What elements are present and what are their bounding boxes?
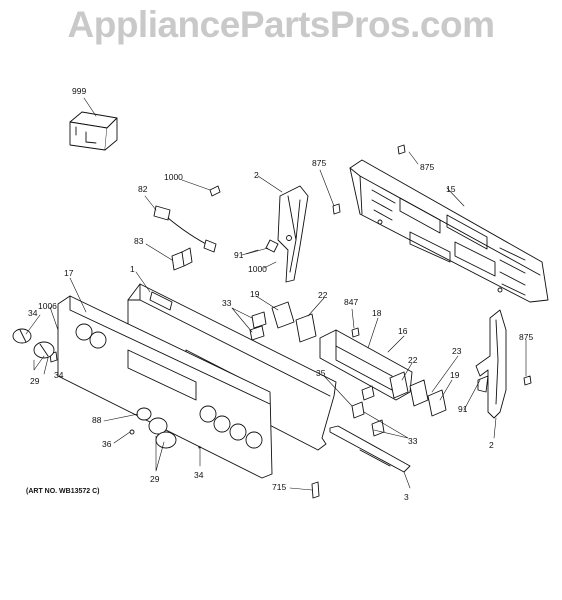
callout: 16 xyxy=(398,326,408,336)
callout: 17 xyxy=(64,268,74,278)
part-83-switch xyxy=(171,247,193,271)
callout: 1 xyxy=(130,264,135,274)
callout: 18 xyxy=(372,308,382,318)
callout-labels: 999 875 875 15 2 1000 82 83 91 1000 17 1… xyxy=(28,86,533,502)
callout: 34 xyxy=(54,370,64,380)
callout: 33 xyxy=(222,298,232,308)
part-2-right-bracket xyxy=(475,309,507,419)
callout: 875 xyxy=(519,332,533,342)
callout: 847 xyxy=(344,297,358,307)
callout: 36 xyxy=(102,439,112,449)
callout: 33 xyxy=(408,436,418,446)
callout: 83 xyxy=(134,236,144,246)
part-2-left-bracket xyxy=(265,185,309,283)
knobs-bottom xyxy=(129,407,177,449)
callout: 29 xyxy=(30,376,40,386)
callout: 34 xyxy=(194,470,204,480)
callout: 29 xyxy=(150,474,160,484)
callout: 23 xyxy=(452,346,462,356)
callout: 1000 xyxy=(248,264,267,274)
leader-lines xyxy=(25,97,527,491)
callout: 715 xyxy=(272,482,286,492)
callout: 91 xyxy=(458,404,468,414)
callout: 22 xyxy=(408,355,418,365)
callout: 35 xyxy=(316,368,326,378)
callout: 875 xyxy=(420,162,434,172)
part-17-control-panel xyxy=(57,295,273,479)
callout: 2 xyxy=(254,170,259,180)
callout: 91 xyxy=(234,250,244,260)
callout: 19 xyxy=(450,370,460,380)
relays-top xyxy=(249,301,317,343)
callout: 88 xyxy=(92,415,102,425)
part-15-rear-panel xyxy=(349,159,549,303)
relays-right xyxy=(351,371,447,437)
callout: 875 xyxy=(312,158,326,168)
callout: 999 xyxy=(72,86,86,96)
callout: 3 xyxy=(404,492,409,502)
callout: 2 xyxy=(489,440,494,450)
callout: 19 xyxy=(250,289,260,299)
part-999-box xyxy=(69,111,118,151)
art-number: (ART NO. WB13572 C) xyxy=(26,488,100,495)
part-82-harness xyxy=(153,205,217,253)
knobs-left xyxy=(12,328,55,359)
callout: 1006 xyxy=(38,301,57,311)
callout: 22 xyxy=(318,290,328,300)
callout: 1000 xyxy=(164,172,183,182)
callout: 82 xyxy=(138,184,148,194)
callout: 34 xyxy=(28,308,38,318)
callout: 15 xyxy=(446,184,456,194)
watermark: AppliancePartsPros.com xyxy=(67,4,495,45)
part-3-trim xyxy=(329,425,411,473)
